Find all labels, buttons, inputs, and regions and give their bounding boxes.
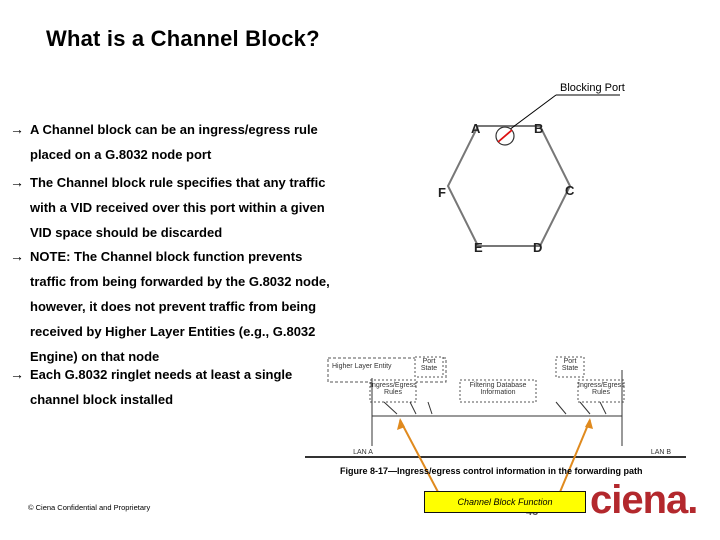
switch-1	[383, 401, 398, 415]
ciena-logo: ciena.	[590, 478, 698, 522]
blocking-pointer-line	[504, 94, 557, 134]
callout-arrow-left	[399, 419, 439, 493]
bullet-3-line-5: Engine) on that node	[30, 349, 160, 364]
channel-block-callout: Channel Block Function	[424, 491, 586, 513]
figure-caption: Figure 8-17—Ingress/egress control infor…	[340, 466, 643, 476]
switch-4	[555, 401, 567, 415]
port-state-box-2	[555, 356, 585, 378]
arrow-icon: →	[10, 366, 24, 382]
bullet-4: → Each G.8032 ringlet needs at least a s…	[10, 362, 292, 412]
blocking-port-label: Blocking Port	[560, 82, 625, 94]
arrow-icon: →	[10, 174, 24, 190]
bullet-3-line-4: received by Higher Layer Entities (e.g.,…	[30, 324, 316, 339]
arrowhead-right-icon	[585, 418, 593, 429]
lan-b-label: LAN B	[650, 449, 672, 456]
ingress-box-1	[369, 379, 417, 403]
bullet-2-line-2: with a VID received over this port withi…	[30, 200, 325, 215]
port-state-label-2: Port State	[561, 358, 579, 372]
bullet-1-line-2: placed on a G.8032 node port	[30, 147, 212, 162]
node-c-label: C	[565, 183, 575, 198]
switch-3	[427, 401, 433, 415]
filtering-box	[459, 379, 537, 403]
ingress-label-2: Ingress/Egress Rules	[578, 382, 625, 396]
footer-text: © Ciena Confidential and Proprietary	[28, 503, 151, 512]
bullet-3-line-1: NOTE: The Channel block function prevent…	[30, 249, 303, 264]
node-a-label: A	[471, 121, 481, 136]
bullet-4-line-1: Each G.8032 ringlet needs at least a sin…	[30, 367, 293, 382]
filtering-label: Filtering Database Information	[469, 382, 527, 396]
port-state-label-1: Port State	[420, 358, 438, 372]
arrow-icon: →	[10, 248, 24, 264]
arrowhead-left-icon	[397, 418, 405, 430]
node-f-label: F	[438, 185, 446, 200]
switch-2	[409, 401, 417, 415]
port-state-box-1	[414, 356, 444, 378]
bullet-2-line-1: The Channel block rule specifies that an…	[30, 175, 326, 190]
bullet-1: → A Channel block can be an ingress/egre…	[10, 117, 318, 167]
ring-hexagon	[446, 125, 572, 247]
bullet-3-line-3: however, it does not prevent traffic fro…	[30, 299, 317, 314]
ingress-label-1: Ingress/Egress Rules	[370, 382, 417, 396]
node-b-label: B	[534, 121, 544, 136]
bullet-4-line-2: channel block installed	[30, 392, 174, 407]
bullet-3-line-2: traffic from being forwarded by the G.80…	[30, 274, 330, 289]
lan-a-label: LAN A	[353, 449, 373, 456]
node-e-label: E	[474, 240, 483, 255]
higher-layer-label: Higher Layer Entity	[332, 363, 392, 370]
switch-5	[579, 401, 591, 415]
ingress-box-2	[577, 379, 625, 403]
node-d-label: D	[533, 240, 543, 255]
switch-6	[599, 401, 607, 415]
arrow-icon: →	[10, 121, 24, 137]
slide-title: What is a Channel Block?	[46, 26, 320, 51]
callout-arrow-right	[559, 419, 591, 493]
bullet-2-line-3: VID space should be discarded	[30, 225, 223, 240]
bullet-2: → The Channel block rule specifies that …	[10, 170, 325, 245]
bullet-1-line-1: A Channel block can be an ingress/egress…	[30, 122, 318, 137]
blocking-slash-icon	[497, 129, 513, 143]
bullet-3: → NOTE: The Channel block function preve…	[10, 244, 330, 369]
